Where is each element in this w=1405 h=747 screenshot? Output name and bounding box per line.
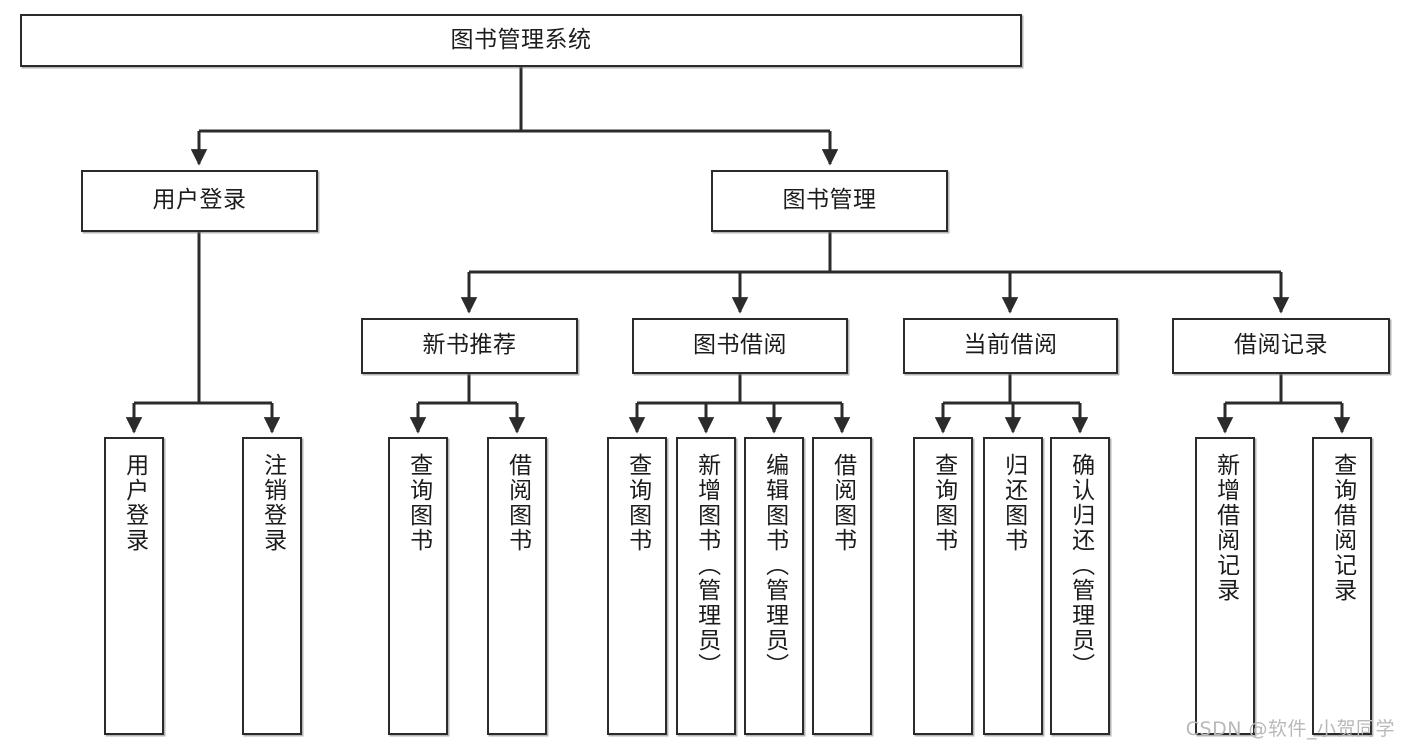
node-label: 借阅图书 (504, 453, 531, 553)
node-label: 编辑图书（管理员） (761, 453, 788, 678)
node-leaf-confirm-return-admin[interactable]: 确认归还（管理员） (1050, 437, 1110, 735)
node-root-system[interactable]: 图书管理系统 (20, 14, 1022, 67)
watermark-text: CSDN @软件_小贺同学 (1185, 718, 1395, 740)
node-leaf-query-borrow-record[interactable]: 查询借阅记录 (1312, 437, 1372, 735)
node-leaf-add-book-admin[interactable]: 新增图书（管理员） (676, 437, 736, 735)
node-label: 图书管理系统 (450, 26, 592, 53)
node-label: 归还图书 (1000, 453, 1027, 553)
node-label: 新增图书（管理员） (693, 453, 720, 678)
node-label: 查询图书 (624, 453, 651, 553)
node-leaf-user-login[interactable]: 用户登录 (104, 437, 164, 735)
node-label: 借阅记录 (1234, 332, 1328, 359)
node-leaf-borrow-books[interactable]: 借阅图书 (812, 437, 872, 735)
node-leaf-query-books-borrow[interactable]: 查询图书 (607, 437, 667, 735)
node-label: 确认归还（管理员） (1067, 453, 1094, 678)
node-current-borrow[interactable]: 当前借阅 (903, 318, 1118, 374)
node-book-borrow[interactable]: 图书借阅 (632, 318, 848, 374)
node-label: 新增借阅记录 (1212, 453, 1239, 603)
node-label: 借阅图书 (829, 453, 856, 553)
node-label: 查询图书 (930, 453, 957, 553)
node-label: 用户登录 (121, 453, 148, 553)
node-new-book-recommend[interactable]: 新书推荐 (361, 318, 578, 374)
node-label: 新书推荐 (422, 332, 517, 359)
node-leaf-add-borrow-record[interactable]: 新增借阅记录 (1195, 437, 1255, 735)
node-label: 查询图书 (405, 453, 432, 553)
node-leaf-logout-login[interactable]: 注销登录 (242, 437, 302, 735)
node-book-management[interactable]: 图书管理 (711, 170, 948, 232)
node-leaf-query-books-current[interactable]: 查询图书 (913, 437, 973, 735)
node-leaf-edit-book-admin[interactable]: 编辑图书（管理员） (744, 437, 804, 735)
node-label: 图书借阅 (693, 332, 787, 359)
node-leaf-query-books-recommend[interactable]: 查询图书 (388, 437, 448, 735)
node-label: 查询借阅记录 (1329, 453, 1356, 603)
node-label: 用户登录 (152, 187, 247, 214)
node-user-login[interactable]: 用户登录 (81, 170, 318, 232)
node-leaf-return-books[interactable]: 归还图书 (983, 437, 1043, 735)
node-label: 注销登录 (259, 453, 286, 553)
node-leaf-borrow-books-recommend[interactable]: 借阅图书 (487, 437, 547, 735)
node-borrow-record[interactable]: 借阅记录 (1172, 318, 1390, 374)
node-label: 图书管理 (782, 187, 877, 214)
node-label: 当前借阅 (963, 332, 1058, 359)
